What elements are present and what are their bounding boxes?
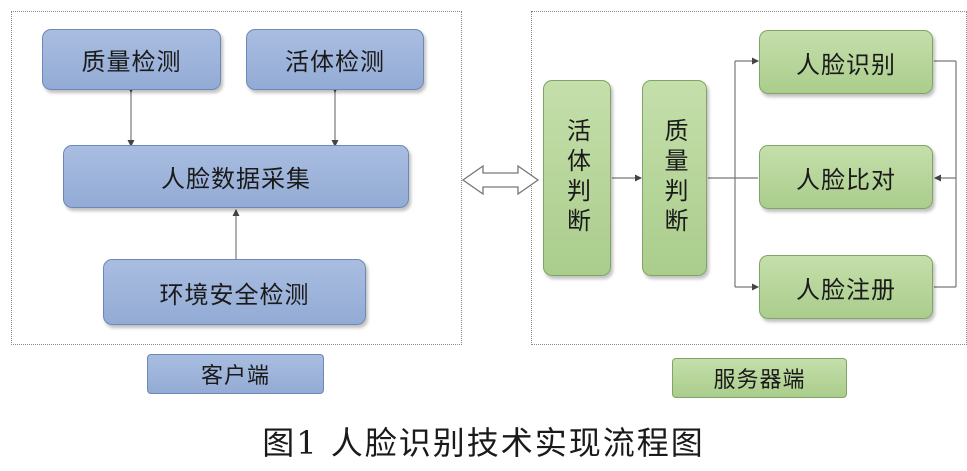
client-label-box: 客户端: [147, 354, 324, 394]
liveness-judge-box: 活体判断: [543, 80, 611, 276]
client-server-double-arrow: [461, 164, 540, 196]
liveness-check-box: 活体检测: [246, 29, 424, 90]
figure-caption: 图1 人脸识别技术实现流程图: [262, 424, 705, 462]
quality-judge-label: 质量判断: [660, 118, 688, 238]
liveness-judge-label: 活体判断: [562, 118, 591, 238]
server-label-box: 服务器端: [672, 358, 847, 398]
face-recognition-box: 人脸识别: [759, 30, 933, 94]
face-register-box: 人脸注册: [759, 255, 933, 319]
face-capture-box: 人脸数据采集: [63, 145, 409, 208]
client-frame: [11, 11, 462, 345]
face-capture-label: 人脸数据采集: [161, 165, 311, 193]
quality-check-label: 质量检测: [81, 48, 182, 76]
server-label: 服务器端: [713, 368, 806, 393]
face-compare-box: 人脸比对: [759, 145, 933, 209]
client-label: 客户端: [200, 364, 270, 389]
quality-check-box: 质量检测: [42, 29, 221, 90]
liveness-check-label: 活体检测: [285, 48, 385, 76]
face-compare-label: 人脸比对: [796, 165, 896, 194]
env-security-check-label: 环境安全检测: [159, 280, 310, 309]
face-recognition-label: 人脸识别: [796, 50, 896, 79]
quality-judge-box: 质量判断: [642, 80, 707, 276]
face-register-label: 人脸注册: [796, 275, 896, 304]
env-security-check-box: 环境安全检测: [103, 259, 366, 325]
